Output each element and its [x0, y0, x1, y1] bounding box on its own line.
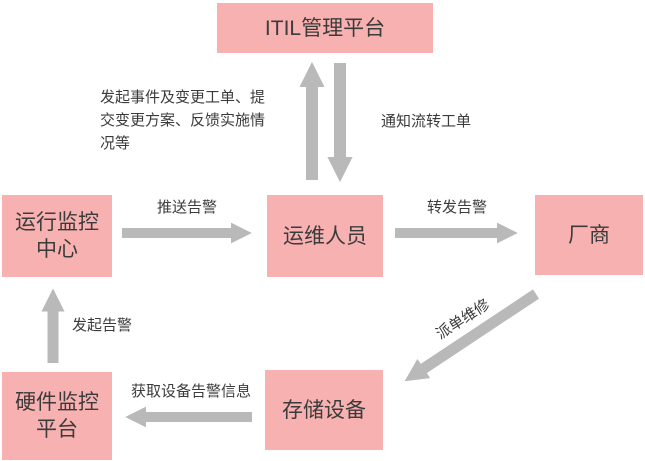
- edge-label-initiate-alert: 发起告警: [72, 317, 133, 334]
- node-vendor: 厂商: [535, 195, 643, 275]
- edge-label-dispatch-repair: 派单维修: [433, 296, 493, 343]
- node-hw-monitor-platform-label: 硬件监控 平台: [15, 391, 99, 441]
- edge-label-push-alert: 推送告警: [156, 199, 217, 216]
- node-vendor-label: 厂商: [568, 223, 610, 247]
- node-itil-platform: ITIL管理平台: [217, 3, 433, 53]
- node-monitor-center: 运行监控 中心: [2, 195, 112, 277]
- edge-label-forward-alert: 转发告警: [426, 199, 487, 216]
- node-storage-device: 存储设备: [265, 370, 383, 450]
- node-hw-monitor-platform: 硬件监控 平台: [2, 372, 112, 460]
- edge-label-get-device-alert: 获取设备告警信息: [130, 383, 251, 400]
- node-ops-staff: 运维人员: [267, 195, 383, 277]
- node-monitor-center-label: 运行监控 中心: [15, 211, 99, 261]
- node-itil-platform-label: ITIL管理平台: [264, 16, 386, 40]
- edge-label-submit-ticket: 发起事件及变更工单、提 交变更方案、反馈实施情 况等: [100, 89, 266, 152]
- edge-label-notify-ticket: 通知流转工单: [381, 113, 472, 130]
- node-ops-staff-label: 运维人员: [283, 224, 367, 248]
- node-storage-device-label: 存储设备: [282, 398, 366, 422]
